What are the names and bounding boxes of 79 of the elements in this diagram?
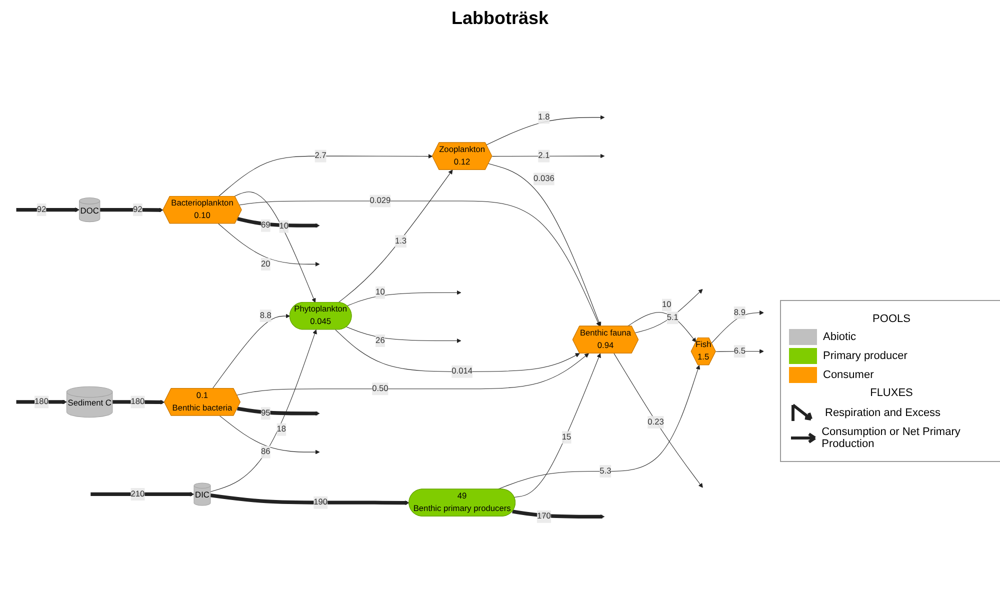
edge-label: 92 bbox=[133, 206, 142, 214]
legend-heading: FLUXES bbox=[869, 387, 914, 399]
edge-label: 8.8 bbox=[260, 312, 272, 320]
legend-label: Consumption or Net Primary Production bbox=[822, 426, 962, 450]
pool-node: DIC bbox=[194, 483, 211, 506]
arrow bbox=[218, 154, 433, 198]
edge-label: 15 bbox=[562, 433, 572, 442]
legend-heading: POOLS bbox=[872, 313, 912, 325]
edge-label: 1.3 bbox=[394, 237, 407, 246]
edge-label: 2.1 bbox=[538, 152, 550, 161]
arrow bbox=[488, 164, 602, 327]
edge-label: 8.9 bbox=[734, 308, 746, 318]
arrow bbox=[218, 224, 320, 267]
pool-node: 0.1 Benthic bacteria bbox=[164, 388, 240, 416]
pool-node: Sediment C bbox=[66, 386, 113, 418]
arrow bbox=[219, 416, 320, 455]
edge-label: 5.3 bbox=[600, 467, 612, 476]
arrow bbox=[514, 354, 601, 498]
pool-node: 49 Benthic primary producers bbox=[408, 489, 516, 517]
arrow bbox=[711, 310, 764, 344]
legend-label: Consumer bbox=[823, 369, 874, 381]
edge-label: 26 bbox=[376, 336, 385, 346]
arrow bbox=[492, 154, 605, 159]
edge-label: 69 bbox=[260, 221, 270, 230]
pool-node: Bacterioplankton 0.10 bbox=[162, 196, 242, 224]
edge-label: 18 bbox=[276, 425, 286, 434]
arrow bbox=[614, 354, 703, 488]
arrow bbox=[237, 217, 320, 228]
pool-node: DOC bbox=[79, 198, 100, 223]
arrow bbox=[16, 400, 67, 405]
pool-node: Zooplankton 0.12 bbox=[432, 142, 492, 170]
arrow bbox=[346, 327, 462, 344]
arrow bbox=[498, 365, 700, 490]
legend-label: Primary producer bbox=[823, 350, 908, 362]
diagram-title: Labboträsk bbox=[450, 8, 550, 29]
arrow bbox=[210, 494, 410, 506]
arrow bbox=[210, 330, 317, 492]
edge-label: 95 bbox=[260, 409, 270, 418]
edge-label: 1.8 bbox=[538, 113, 550, 122]
edge-label: 20 bbox=[260, 260, 270, 269]
arrow bbox=[100, 208, 164, 213]
edge-label: 86 bbox=[260, 448, 270, 457]
arrow bbox=[239, 201, 600, 327]
arrow bbox=[335, 330, 580, 372]
arrow bbox=[634, 289, 703, 334]
edge-label: 0.50 bbox=[372, 384, 388, 394]
pool-node: Benthic fauna 0.94 bbox=[572, 326, 639, 354]
arrow bbox=[234, 192, 316, 304]
edge-label: 190 bbox=[314, 498, 328, 508]
arrow bbox=[90, 492, 194, 497]
edge-label: 92 bbox=[36, 206, 46, 214]
edge-label: 180 bbox=[130, 398, 145, 407]
arrow bbox=[716, 350, 764, 354]
pool-node: Fish 1.5 bbox=[690, 338, 716, 366]
edge-label: 6.5 bbox=[734, 347, 746, 356]
pool-node: Phytoplankton 0.045 bbox=[289, 302, 352, 330]
edge-label: 10 bbox=[279, 222, 288, 232]
edge-label: 0.029 bbox=[370, 196, 391, 206]
arrow bbox=[346, 290, 462, 307]
edge-label: 2.7 bbox=[314, 152, 326, 161]
edge-label: 5.1 bbox=[666, 314, 678, 323]
edge-label: 0.036 bbox=[533, 174, 554, 184]
arrow bbox=[486, 116, 605, 146]
edge-label: 10 bbox=[376, 288, 385, 298]
arrow bbox=[338, 170, 453, 304]
legend-label: Respiration and Excess bbox=[825, 407, 941, 419]
arrow bbox=[212, 314, 290, 390]
arrow bbox=[237, 407, 320, 416]
arrow bbox=[16, 208, 80, 213]
edge-label: 210 bbox=[130, 490, 145, 499]
edge-label: 170 bbox=[536, 512, 551, 522]
edge-label: 0.23 bbox=[648, 418, 664, 427]
arrow bbox=[512, 510, 605, 520]
edge-label: 0.014 bbox=[452, 367, 473, 376]
arrow bbox=[627, 312, 696, 343]
arrow bbox=[236, 354, 590, 396]
legend-label: Abiotic bbox=[823, 331, 856, 343]
edge-label: 10 bbox=[662, 300, 672, 310]
edge-label: 180 bbox=[34, 398, 48, 407]
